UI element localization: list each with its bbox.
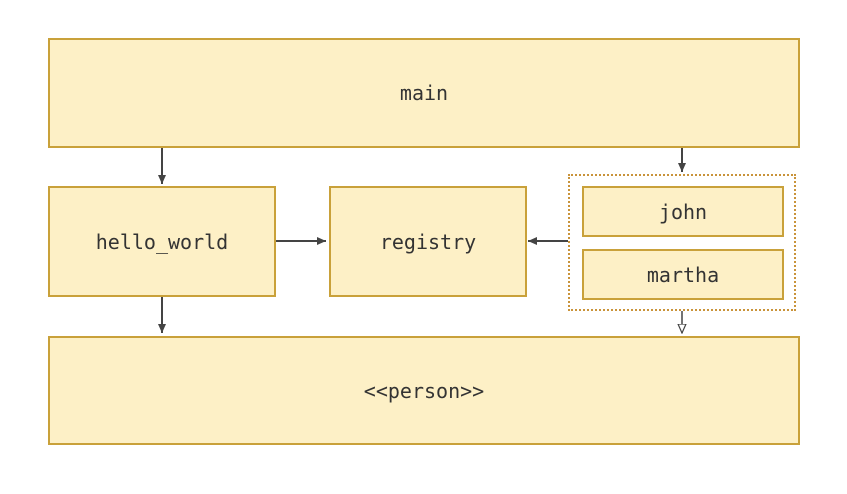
node-john[interactable]: john xyxy=(582,186,784,237)
node-person[interactable]: <<person>> xyxy=(48,336,800,445)
node-hello-world[interactable]: hello_world xyxy=(48,186,276,297)
node-main[interactable]: main xyxy=(48,38,800,148)
john-martha-group xyxy=(568,174,796,311)
node-registry[interactable]: registry xyxy=(329,186,527,297)
node-martha[interactable]: martha xyxy=(582,249,784,300)
